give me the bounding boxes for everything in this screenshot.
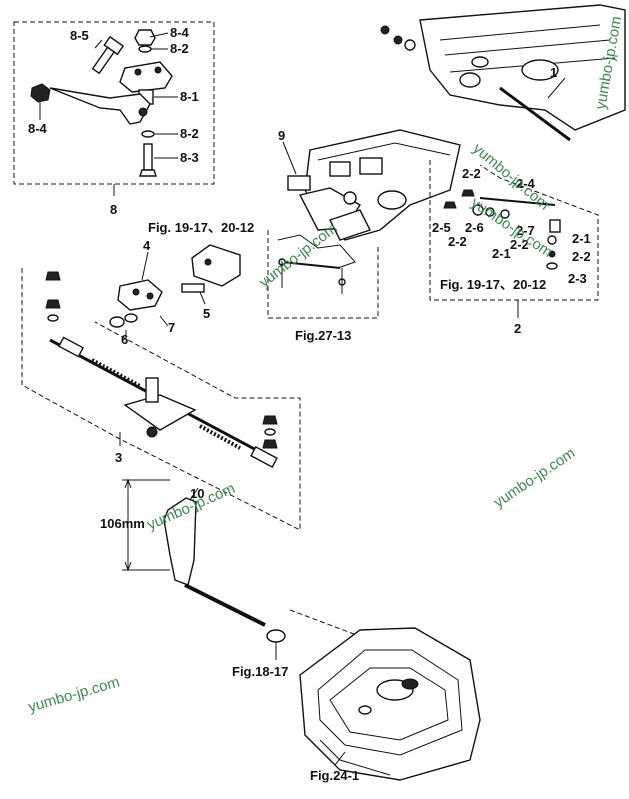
ref-fig-18-17: Fig.18-17 — [232, 664, 288, 679]
fig-27-13-box — [267, 230, 379, 319]
callout-8-3: 8-3 — [180, 150, 199, 165]
callout-1: 1 — [550, 65, 557, 80]
watermark: yumbo-jp.com — [491, 445, 579, 512]
callout-2-1-a: 2-1 — [492, 246, 511, 261]
ref-fig-24-1: Fig.24-1 — [310, 768, 359, 783]
callout-8-4-top: 8-4 — [170, 25, 190, 40]
callout-2-4: 2-4 — [516, 176, 536, 191]
engine-top-housing — [380, 4, 626, 142]
lever-10-group — [122, 478, 371, 660]
callout-6: 6 — [121, 332, 128, 347]
callout-8-4-left: 8-4 — [28, 121, 48, 136]
dimension-106mm: 106mm — [100, 516, 145, 531]
lower-cowling — [299, 627, 481, 781]
group-3-box — [21, 268, 301, 531]
callout-8-2-top: 8-2 — [170, 41, 189, 56]
group-8-parts — [30, 29, 178, 177]
callout-2-7: 2-7 — [516, 223, 535, 238]
callout-2-1-b: 2-1 — [572, 231, 591, 246]
callout-5: 5 — [203, 306, 210, 321]
ref-fig-27-13: Fig.27-13 — [295, 328, 351, 343]
callout-8-2-bottom: 8-2 — [180, 126, 199, 141]
callout-2-2-b: 2-2 — [448, 234, 467, 249]
callout-4: 4 — [143, 238, 151, 253]
callout-2-2-d: 2-2 — [572, 249, 591, 264]
callout-9: 9 — [278, 128, 285, 143]
group-2-parts — [443, 189, 561, 270]
engine-block — [282, 129, 461, 241]
callout-2: 2 — [514, 321, 521, 336]
callout-3: 3 — [115, 450, 122, 465]
watermark: yumbo-jp.com — [26, 674, 121, 716]
part-5-group — [181, 244, 241, 305]
group-8-box — [13, 21, 215, 196]
ref-fig-19-17-top: Fig. 19-17、20-12 — [148, 220, 254, 235]
callout-2-5: 2-5 — [432, 220, 451, 235]
callout-7: 7 — [168, 320, 175, 335]
callout-8: 8 — [110, 202, 117, 217]
callout-8-1: 8-1 — [180, 89, 199, 104]
watermark: yumbo-jp.com — [256, 220, 341, 291]
callout-2-3: 2-3 — [568, 271, 587, 286]
callout-10: 10 — [190, 486, 204, 501]
group-2-box — [429, 160, 599, 318]
callout-2-2-a: 2-2 — [462, 166, 481, 181]
callout-8-5: 8-5 — [70, 28, 89, 43]
ref-fig-19-17-right: Fig. 19-17、20-12 — [440, 277, 546, 292]
callout-2-6: 2-6 — [465, 220, 484, 235]
callout-2-2-c: 2-2 — [510, 237, 529, 252]
group-3-parts — [45, 251, 278, 468]
